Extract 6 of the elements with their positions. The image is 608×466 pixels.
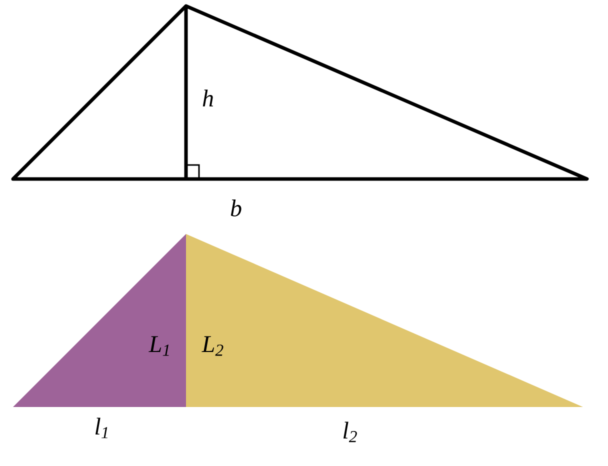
dimension-label: h [202,90,213,106]
side-label: l$_{1}$ [96,418,108,438]
dimension-label: b [230,200,242,216]
triangle-region: L$_{2}$ [186,234,583,407]
triangle-region: L$_{1}$ [13,234,186,407]
side-label: l$_{2}$ [344,422,357,442]
